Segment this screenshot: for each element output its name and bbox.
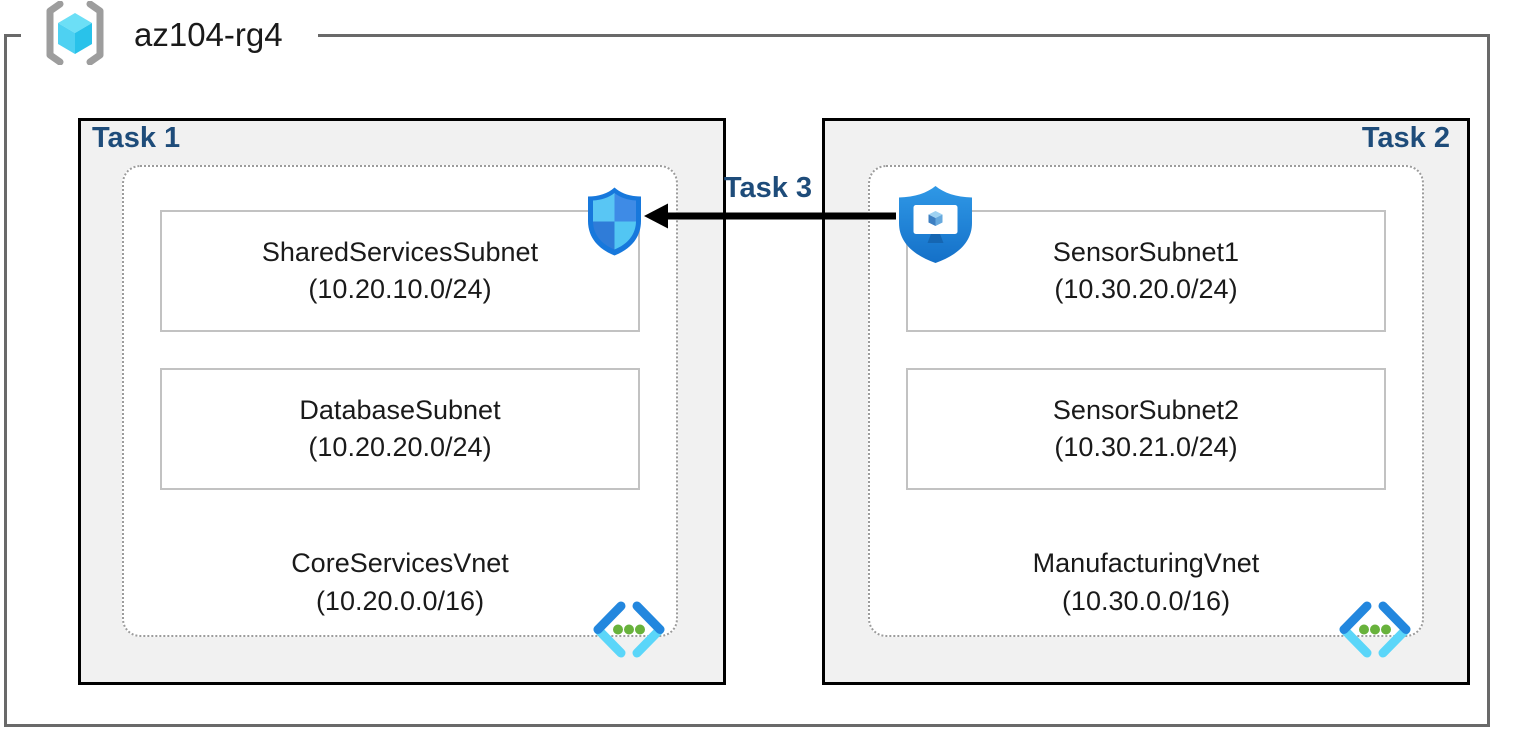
- subnet-name: SensorSubnet1: [1052, 237, 1240, 267]
- core-services-vnet-label: CoreServicesVnet (10.20.0.0/16): [122, 544, 678, 620]
- resource-group-frame-gap: [21, 29, 318, 42]
- resource-group-icon: [46, 1, 104, 65]
- defender-shield-icon: [588, 187, 641, 256]
- subnet-box-sensor-1: SensorSubnet1 (10.30.20.0/24): [906, 210, 1386, 332]
- subnet-box-sensor-2: SensorSubnet2 (10.30.21.0/24): [906, 368, 1386, 490]
- virtual-network-icon: [1339, 601, 1411, 658]
- task-1-label: Task 1: [92, 122, 181, 154]
- subnet-name: SensorSubnet2: [1052, 395, 1240, 425]
- bastion-shield-icon: [899, 186, 972, 263]
- resource-group-label: az104-rg4: [134, 16, 283, 53]
- subnet-name: SharedServicesSubnet: [261, 237, 539, 267]
- vnet-name: ManufacturingVnet: [1032, 548, 1260, 578]
- subnet-name: DatabaseSubnet: [299, 395, 501, 425]
- task-3-label: Task 3: [723, 172, 813, 204]
- subnet-cidr: (10.20.10.0/24): [308, 274, 492, 304]
- virtual-network-icon: [593, 601, 665, 658]
- subnet-box-shared-services: SharedServicesSubnet (10.20.10.0/24): [160, 210, 640, 332]
- vnet-cidr: (10.30.0.0/16): [1061, 586, 1231, 616]
- peering-arrow: [644, 203, 896, 229]
- vnet-name: CoreServicesVnet: [291, 548, 509, 578]
- resource-group-frame: [4, 34, 1490, 727]
- subnet-cidr: (10.20.20.0/24): [308, 432, 492, 462]
- task-2-label: Task 2: [1361, 122, 1450, 154]
- manufacturing-vnet-label: ManufacturingVnet (10.30.0.0/16): [868, 544, 1424, 620]
- vnet-cidr: (10.20.0.0/16): [315, 586, 485, 616]
- subnet-cidr: (10.30.21.0/24): [1054, 432, 1238, 462]
- subnet-box-database: DatabaseSubnet (10.20.20.0/24): [160, 368, 640, 490]
- subnet-cidr: (10.30.20.0/24): [1054, 274, 1238, 304]
